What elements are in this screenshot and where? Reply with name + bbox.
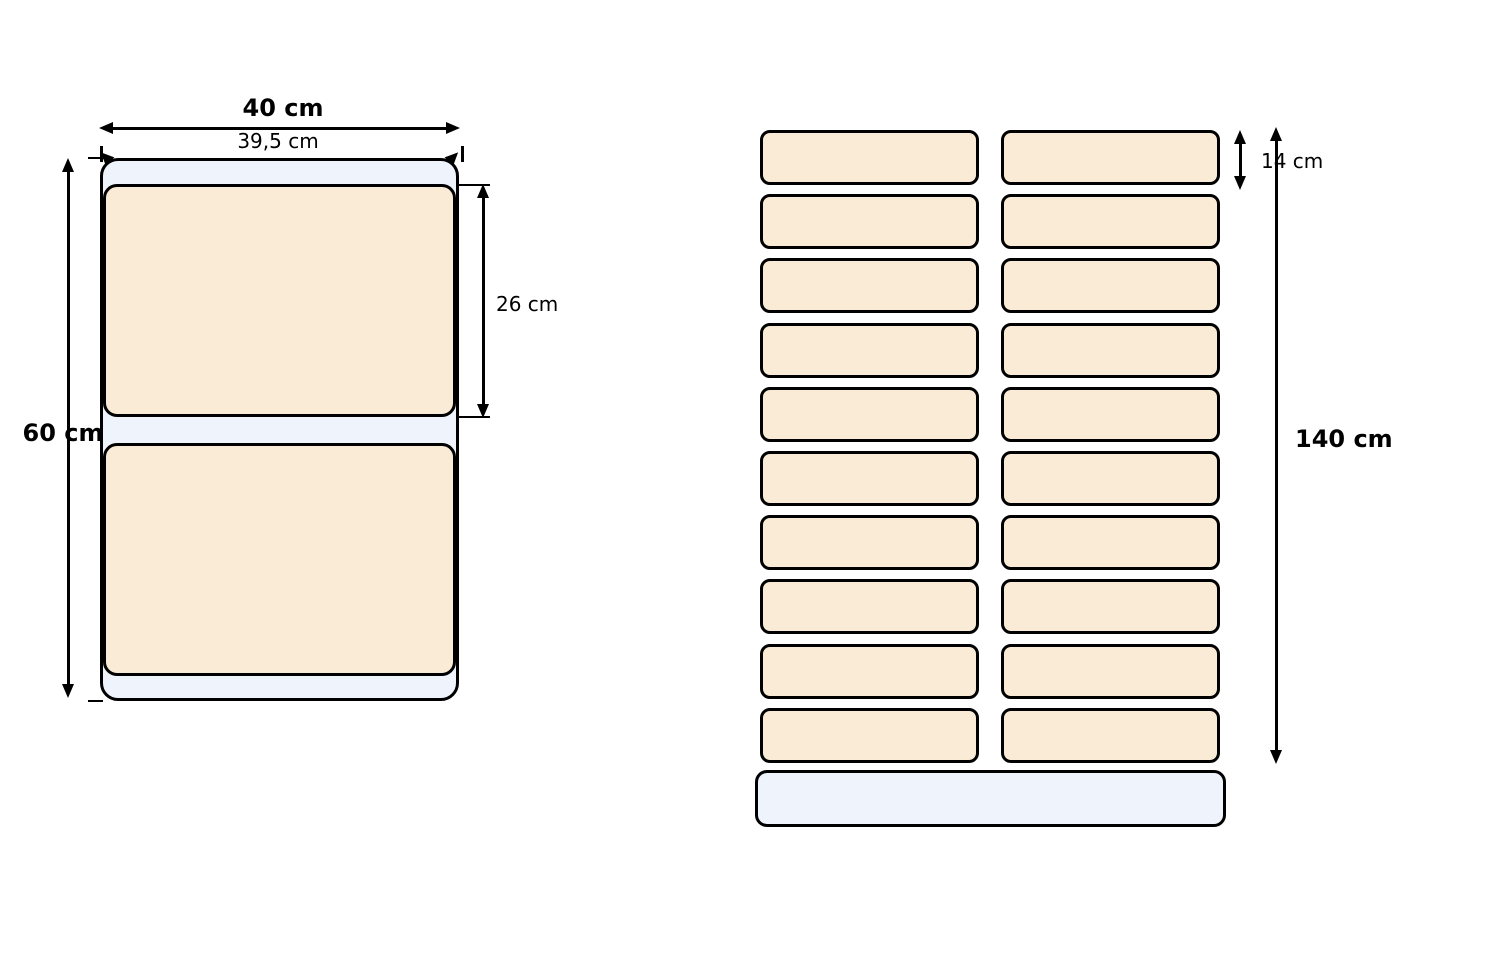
label-height-dimension-line (482, 192, 485, 409)
sheet-label (103, 443, 456, 676)
roll-liner-bar (755, 770, 1226, 827)
extension-line (459, 183, 490, 186)
arrowhead-up-icon (1233, 130, 1246, 144)
sheet-outer-width-label: 40 cm (242, 94, 324, 122)
roll-label-height-label: 14 cm (1261, 149, 1324, 173)
width-dimension-line (111, 126, 448, 130)
arrowhead-down-icon (1269, 750, 1282, 764)
extension-tick (100, 146, 103, 162)
roll-label (760, 386, 979, 442)
roll-label (760, 707, 979, 763)
extension-tick (88, 699, 103, 702)
roll-label (760, 643, 979, 699)
arrowhead-left-icon (99, 121, 113, 134)
roll-label-height-dimension-line (1239, 138, 1242, 183)
roll-label (1001, 130, 1220, 185)
roll-label (1001, 515, 1220, 571)
sheet-outer-height-label: 60 cm (22, 419, 104, 447)
roll-label (760, 579, 979, 635)
arrowhead-down-icon (477, 404, 489, 418)
roll-height-dimension-line (1274, 136, 1278, 756)
arrowhead-down-icon (61, 684, 74, 698)
extension-line (459, 415, 490, 418)
roll-label (760, 515, 979, 571)
roll-label (1001, 450, 1220, 506)
roll-label (760, 258, 979, 314)
roll-label (1001, 194, 1220, 250)
extension-tick (461, 146, 464, 162)
sheet-label (103, 184, 456, 417)
arrowhead-up-icon (1269, 127, 1282, 141)
roll-label (760, 450, 979, 506)
roll-label (760, 322, 979, 378)
roll-label (1001, 643, 1220, 699)
arrowhead-right-icon (446, 121, 460, 134)
roll-label (760, 130, 979, 185)
roll-label-grid (760, 130, 1220, 763)
roll-label (1001, 707, 1220, 763)
roll-height-label: 140 cm (1295, 425, 1393, 453)
roll-label (1001, 386, 1220, 442)
roll-label (1001, 258, 1220, 314)
height-dimension-line (66, 168, 70, 688)
sheet-label-stack (103, 184, 456, 676)
sheet-label-width-label: 39,5 cm (237, 129, 319, 153)
roll-label (760, 194, 979, 250)
arrowhead-down-icon (1233, 176, 1246, 190)
roll-label (1001, 579, 1220, 635)
arrowhead-up-icon (477, 184, 489, 198)
extension-tick (88, 156, 110, 159)
arrowhead-up-icon (61, 158, 74, 172)
roll-label (1001, 322, 1220, 378)
sheet-label-height-label: 26 cm (496, 292, 559, 316)
